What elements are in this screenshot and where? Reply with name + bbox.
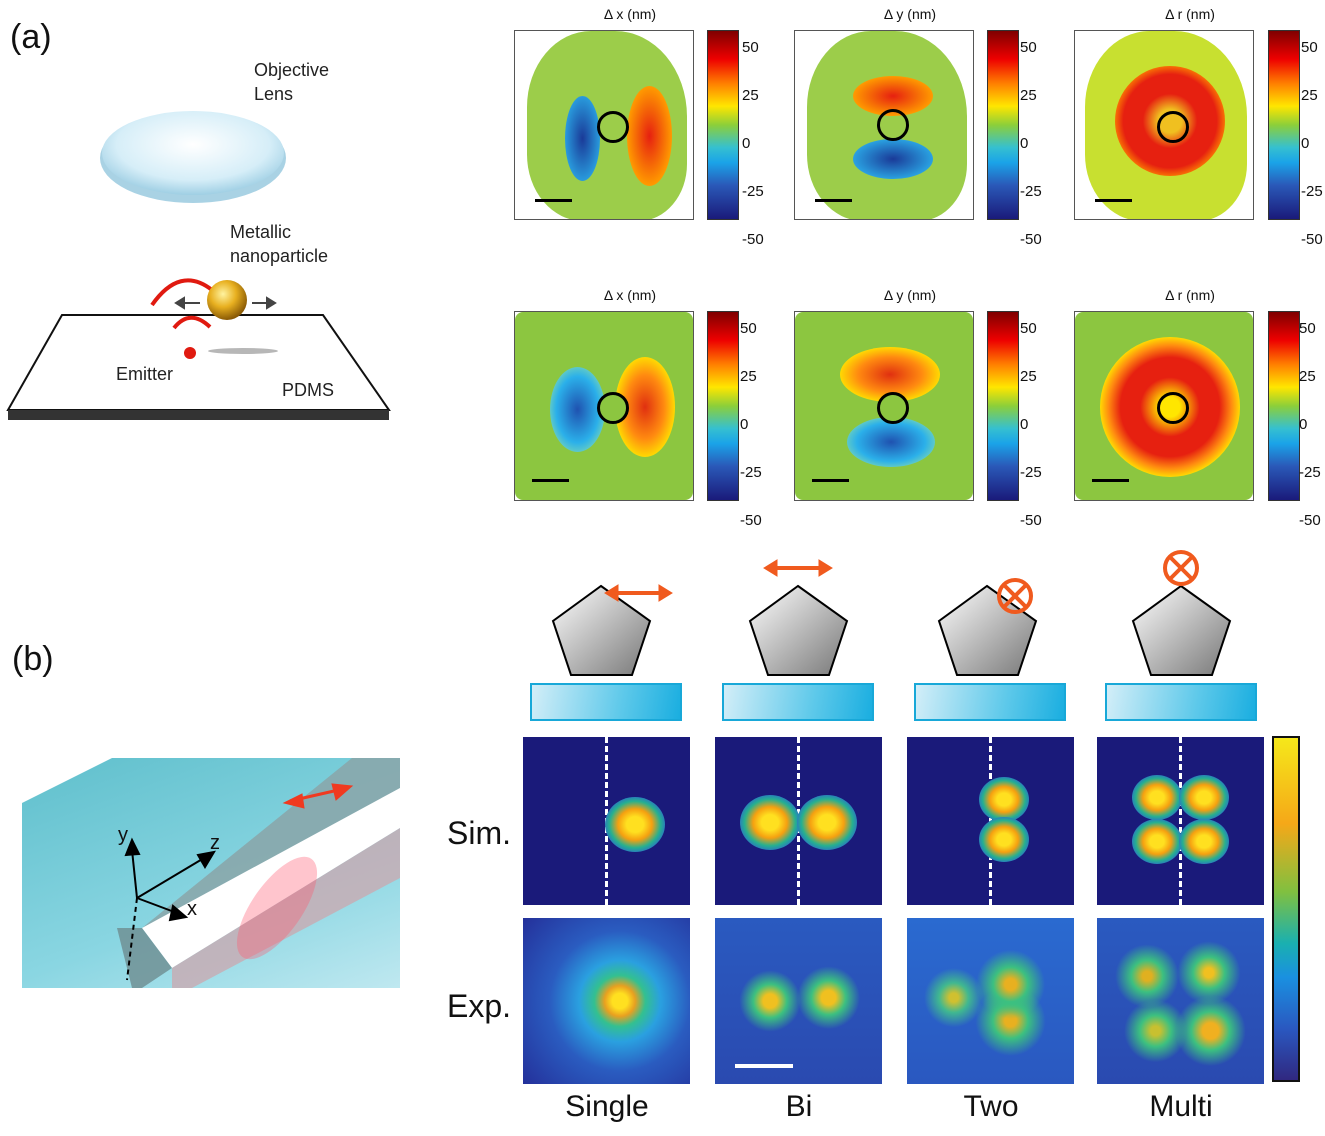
exp-map-single <box>523 918 690 1084</box>
column-label: Multi <box>1149 1090 1213 1123</box>
colorbar <box>707 311 739 501</box>
movement-arrows-icon <box>174 296 277 310</box>
scale-bar <box>735 1064 793 1068</box>
plasmon-schematic <box>6 111 391 420</box>
emitter-dot-icon <box>184 347 196 359</box>
dipole-arrow-icon <box>604 584 673 602</box>
exp-map-multi <box>1097 918 1264 1084</box>
pentagon-nanoparticle-icon <box>1131 550 1232 676</box>
colorbar <box>1268 311 1300 501</box>
y-axis-label: y <box>118 824 128 846</box>
panel-b-label: (b) <box>12 640 54 678</box>
sim-dr-map <box>1074 311 1254 501</box>
sim-map-single <box>523 737 690 905</box>
sim-dy-map <box>794 311 974 501</box>
colorbar <box>987 30 1019 220</box>
nanowire-schematic: y z x <box>22 758 400 988</box>
objective-lens-icon <box>100 111 286 203</box>
colorbar <box>1268 30 1300 220</box>
nanoparticle-icon <box>207 280 247 320</box>
exp-map-two <box>907 918 1074 1084</box>
column-label: Bi <box>785 1090 813 1123</box>
pdms-substrate-icon <box>6 314 391 420</box>
out-of-plane-dipole-icon <box>1163 550 1199 586</box>
substrate-icon <box>914 683 1066 721</box>
exp-map-bi <box>715 918 882 1084</box>
nanoparticle-label: Metallic nanoparticle <box>230 222 329 266</box>
exp-dr-map <box>1074 30 1254 220</box>
exp-dy-map <box>794 30 974 220</box>
objective-lens-label: Objective Lens <box>254 60 330 104</box>
row-label-sim: Sim. <box>447 815 511 851</box>
colorbar <box>987 311 1019 501</box>
dipole-arrow-icon <box>282 783 354 809</box>
substrate-icon <box>1105 683 1257 721</box>
map-title: Δ x (nm) <box>603 287 657 303</box>
column-label: Two <box>963 1090 1019 1123</box>
sim-map-multi <box>1097 737 1264 905</box>
sim-dx-map <box>514 311 694 501</box>
substrate-icon <box>530 683 682 721</box>
x-axis-label: x <box>187 898 197 920</box>
map-title: Δ r (nm) <box>1165 287 1215 303</box>
nanowire-icon <box>117 758 400 988</box>
pentagon-nanoparticle-icon <box>748 559 849 676</box>
pdms-label: PDMS <box>282 380 335 400</box>
map-title: Δ r (nm) <box>1165 6 1215 22</box>
sim-map-bi <box>715 737 882 905</box>
emitter-label: Emitter <box>116 364 174 384</box>
panel-a-label: (a) <box>10 18 52 56</box>
exp-dx-map <box>514 30 694 220</box>
substrate-icon <box>722 683 874 721</box>
out-of-plane-dipole-icon <box>997 578 1033 614</box>
map-title: Δ x (nm) <box>603 6 657 22</box>
axes-icon <box>124 837 217 981</box>
pentagon-nanoparticle-icon <box>937 578 1038 676</box>
intensity-colorbar <box>1272 736 1300 1082</box>
dipole-arrow-icon <box>763 559 833 577</box>
map-title: Δ y (nm) <box>883 6 937 22</box>
z-axis-label: z <box>210 832 220 854</box>
column-label: Single <box>565 1090 649 1123</box>
row-label-exp: Exp. <box>447 988 512 1024</box>
sim-map-two <box>907 737 1074 905</box>
emission-arcs-icon <box>150 278 214 330</box>
pentagon-nanoparticle-icon <box>551 584 673 676</box>
colorbar <box>707 30 739 220</box>
shadow-icon <box>208 348 278 354</box>
map-title: Δ y (nm) <box>883 287 937 303</box>
